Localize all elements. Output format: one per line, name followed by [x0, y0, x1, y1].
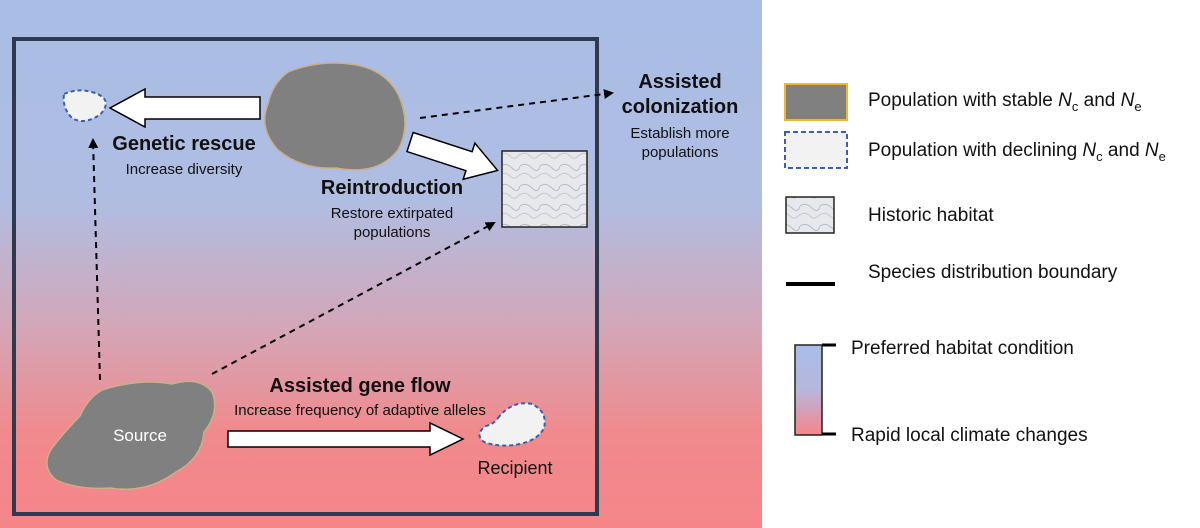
assisted-gene-flow-arrow: [227, 421, 465, 457]
genetic-rescue-title: Genetic rescue: [112, 133, 256, 155]
reintroduction-desc-line1: Restore extirpated: [330, 205, 454, 222]
legend-declining-label: Population with declining Nc and Ne: [868, 140, 1166, 164]
legend-gradient-bar: [794, 344, 823, 436]
legend-historic-label: Historic habitat: [868, 205, 994, 226]
legend-stable-swatch: [784, 83, 848, 121]
source-label: Source: [113, 426, 167, 445]
assisted-colonization-desc-line2: populations: [641, 144, 719, 161]
reintroduction-arrow: [406, 131, 499, 181]
species-distribution-boundary: [12, 37, 599, 516]
legend-historic-swatch: [785, 196, 835, 234]
assisted-colonization-dashed-arrow: [419, 89, 614, 119]
source-to-reintroduction-dashed-arrow: [211, 222, 496, 375]
stable-population-top: [263, 62, 406, 171]
assisted-colonization-desc-line1: Establish more: [630, 125, 730, 142]
recipient-label: Recipient: [477, 458, 553, 478]
assisted-gene-flow-desc: Increase frequency of adaptive alleles: [234, 402, 486, 419]
legend-preferred-label: Preferred habitat condition: [851, 338, 1074, 359]
assisted-gene-flow-title: Assisted gene flow: [269, 375, 451, 397]
legend-climate-label: Rapid local climate changes: [851, 425, 1088, 446]
historic-habitat: [501, 150, 588, 228]
declining-population-recipient: [478, 402, 546, 447]
legend-declining-swatch: [784, 131, 848, 169]
reintroduction-desc-line2: populations: [353, 224, 431, 241]
source-population: [46, 380, 216, 491]
genetic-rescue-arrow: [108, 87, 261, 129]
genetic-rescue-desc: Increase diversity: [125, 161, 243, 178]
assisted-colonization-title-line1: Assisted: [638, 71, 722, 93]
legend-boundary-label: Species distribution boundary: [868, 262, 1118, 283]
assisted-colonization-title-line2: colonization: [621, 96, 739, 118]
source-to-genetic-rescue-dashed-arrow: [88, 138, 101, 381]
legend-stable-label: Population with stable Nc and Ne: [868, 90, 1142, 114]
reintroduction-title: Reintroduction: [320, 177, 464, 199]
declining-population-genetic-rescue: [62, 89, 108, 122]
